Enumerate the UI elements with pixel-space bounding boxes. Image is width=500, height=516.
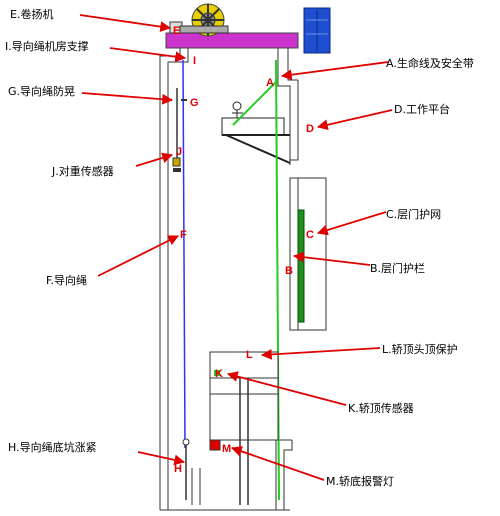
control-cabinet-icon [303, 7, 331, 54]
marker-J: J [176, 146, 182, 158]
marker-K: K [215, 368, 223, 380]
winch-icon [169, 3, 229, 37]
diagram-markers: E I A G D J F C B L K M H [173, 25, 314, 475]
marker-C: C [306, 229, 314, 241]
leader-arrows [79, 14, 393, 481]
caption-guide-rope-anti-sway: G.导向绳防晃 [8, 85, 76, 98]
caption-guide-rope: F.导向绳 [46, 274, 88, 287]
caption-work-platform: D.工作平台 [394, 103, 450, 116]
marker-E: E [173, 25, 180, 37]
marker-D: D [306, 123, 314, 135]
marker-M: M [222, 443, 231, 455]
marker-B: B [285, 265, 293, 277]
elevator-car [191, 351, 279, 505]
caption-guide-rope-pit-tensioner: H.导向绳底坑涨紧 [8, 441, 97, 454]
marker-H: H [174, 463, 182, 475]
caption-car-bottom-alarm-lamp: M.轿底报警灯 [326, 475, 394, 488]
caption-lifeline-safety-belt: A.生命线及安全带 [386, 57, 474, 70]
caption-guide-rope-machine-room-support: I.导向绳机房支撑 [5, 40, 89, 53]
marker-G: G [190, 97, 199, 109]
marker-A: A [266, 77, 274, 89]
work-platform [221, 101, 291, 164]
marker-L: L [246, 349, 253, 361]
caption-counterweight-sensor: J.对重传感器 [52, 165, 114, 178]
caption-car-top-head-protection: L.轿顶头顶保护 [382, 343, 458, 356]
caption-landing-door-guard-rail: B.层门护栏 [370, 262, 426, 275]
caption-winch: E.卷扬机 [10, 8, 54, 21]
caption-landing-door-net: C.层门护网 [386, 208, 442, 221]
machine-room-slab [165, 32, 299, 49]
marker-I: I [193, 55, 196, 67]
guide-rope [172, 59, 190, 500]
caption-car-top-sensor: K.轿顶传感器 [348, 402, 414, 415]
marker-F: F [180, 229, 187, 241]
landing-door-net [297, 209, 305, 323]
